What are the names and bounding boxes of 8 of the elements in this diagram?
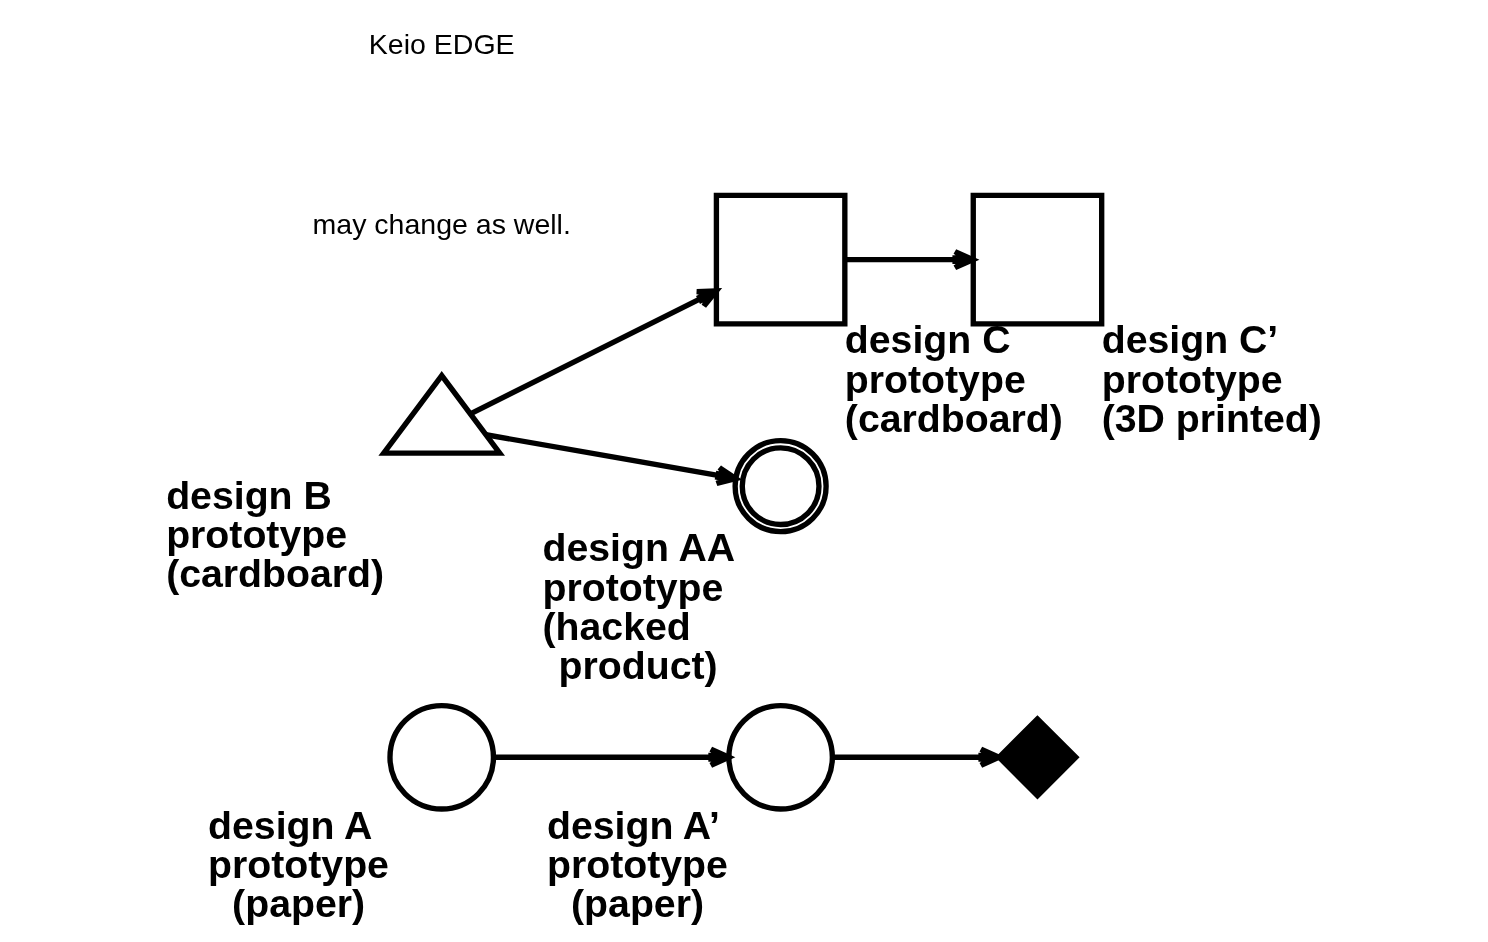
- node-label: design C’ prototype (3D printed): [1101, 317, 1322, 440]
- label: Keio EDGE: [368, 28, 515, 61]
- node-label: design A prototype (paper): [207, 802, 389, 926]
- node-label: design AA prototype (hacked product): [542, 525, 735, 687]
- node-label: design C prototype (cardboard): [844, 317, 1063, 440]
- node-label: design B prototype (cardboard): [165, 472, 384, 596]
- node-label: design A’ prototype (paper): [546, 802, 728, 926]
- label: may change as well.: [312, 208, 571, 241]
